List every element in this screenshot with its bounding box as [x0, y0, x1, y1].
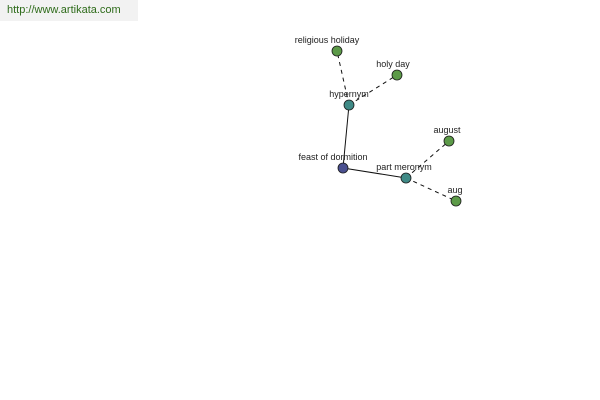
- edge-hypernym-to-holy-day: [348, 74, 398, 106]
- edge-root-to-part-meronym: [342, 167, 407, 179]
- node-label-holy-day: holy day: [376, 59, 410, 69]
- node-label-august: august: [433, 125, 461, 135]
- edge-part-meronym-to-august: [405, 140, 450, 179]
- node-label-part-meronym: part meronym: [376, 162, 432, 172]
- edge-hypernym-to-religious-holiday: [336, 50, 350, 106]
- edge-layer: [336, 50, 457, 202]
- source-url-link[interactable]: http://www.artikata.com: [0, 0, 138, 21]
- edge-part-meronym-to-aug: [405, 177, 457, 202]
- node-hypernym[interactable]: [343, 99, 355, 111]
- node-label-root: feast of dormition: [298, 152, 367, 162]
- node-root[interactable]: [337, 162, 349, 174]
- edge-root-to-hypernym: [342, 104, 350, 169]
- node-label-religious-holiday: religious holiday: [295, 35, 360, 45]
- node-holy-day[interactable]: [391, 69, 403, 81]
- node-religious-holiday[interactable]: [331, 45, 343, 57]
- node-label-hypernym: hypernym: [329, 89, 369, 99]
- node-layer: feast of dormition hypernym part meronym re…: [295, 35, 463, 207]
- node-part-meronym[interactable]: [400, 172, 412, 184]
- node-aug[interactable]: [450, 195, 462, 207]
- node-label-aug: aug: [447, 185, 462, 195]
- node-august[interactable]: [443, 135, 455, 147]
